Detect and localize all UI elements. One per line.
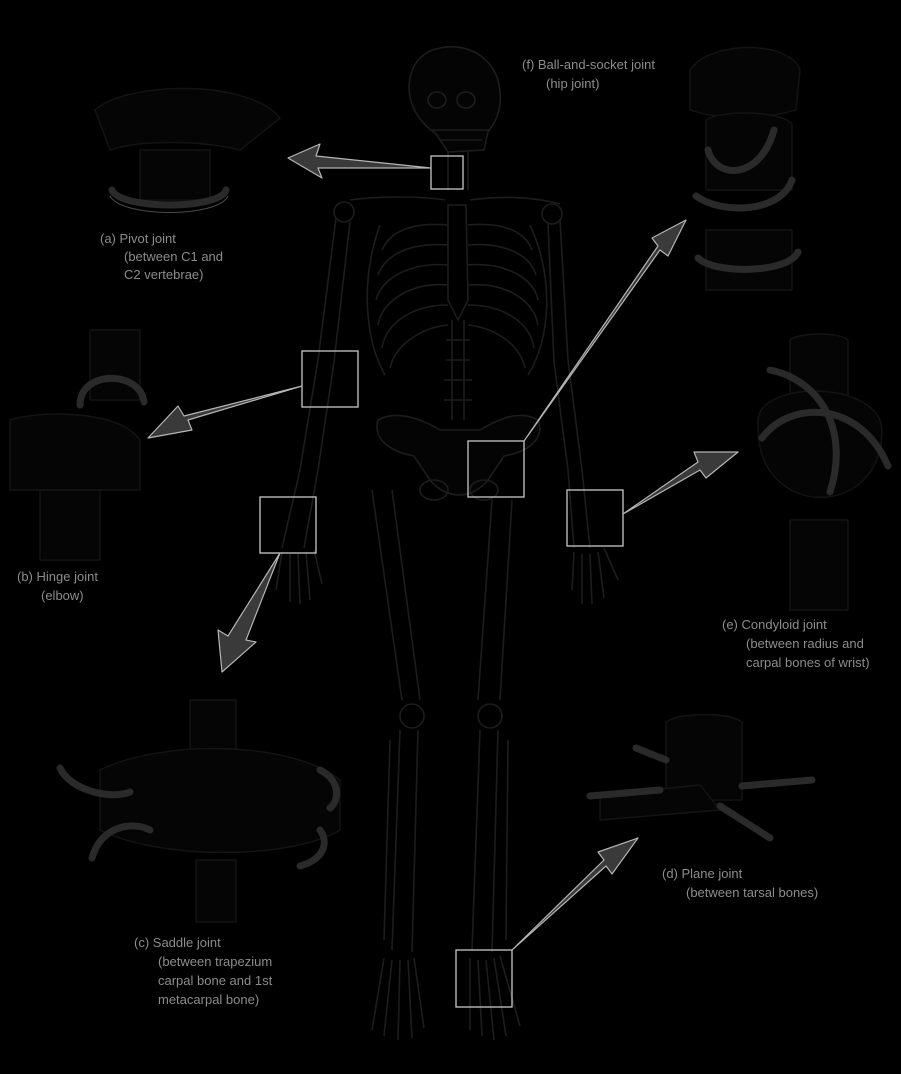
arrows [147, 143, 739, 951]
arrow-plane [511, 837, 639, 951]
label-hinge: (b) Hinge joint (elbow) [17, 569, 102, 603]
arrow-ball [523, 219, 687, 442]
arrow-pivot [287, 143, 432, 179]
arrow-hinge [147, 385, 303, 439]
hinge-joint-illustration [9, 329, 148, 561]
label-saddle: (c) Saddle joint (between trapezium carp… [134, 935, 276, 1007]
arrow-saddle [217, 552, 281, 673]
skull [408, 46, 502, 153]
pivot-joint-illustration [94, 87, 281, 213]
label-plane: (d) Plane joint (between tarsal bones) [662, 866, 818, 900]
plane-joint-illustration [586, 713, 816, 842]
skeleton [275, 46, 619, 1041]
label-pivot: (a) Pivot joint (between C1 and C2 verte… [100, 231, 227, 282]
label-condyloid: (e) Condyloid joint (between radius and … [722, 617, 870, 670]
label-ball: (f) Ball-and-socket joint (hip joint) [522, 57, 659, 91]
saddle-joint-illustration [56, 699, 341, 923]
frame-plane [455, 949, 513, 1008]
frame-condyloid [566, 489, 624, 547]
frame-saddle [259, 496, 317, 554]
arrow-condyloid [622, 451, 739, 515]
frame-pivot [430, 155, 464, 190]
frame-ball [467, 440, 525, 498]
condyloid-joint-illustration [757, 333, 892, 611]
ball-joint-illustration [689, 46, 802, 291]
frame-hinge [301, 350, 359, 408]
